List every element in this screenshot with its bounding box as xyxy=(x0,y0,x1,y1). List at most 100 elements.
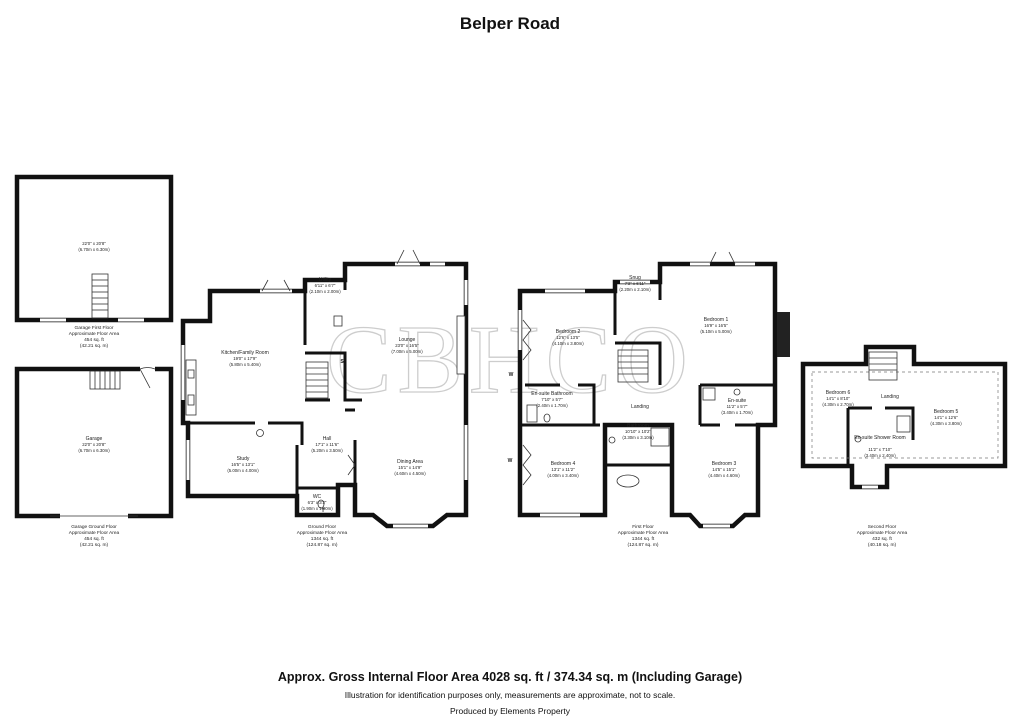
lounge-fireplace xyxy=(456,315,466,375)
ensuite-bath-dim1: 7'10" x 5'7" xyxy=(541,397,563,402)
bathroom-shower xyxy=(650,427,670,447)
study-dim2: (5.00m x 4.00m) xyxy=(227,468,259,473)
utility-name: Utility xyxy=(319,277,332,283)
bedroom3-name: Bedroom 3 xyxy=(712,461,737,467)
snug-dim1: 7'3" x 6'11" xyxy=(625,281,646,286)
disclaimer-text: Illustration for identification purposes… xyxy=(344,690,676,700)
first-floor-sqm: (124.87 sq. m) xyxy=(628,542,659,548)
hall-dim2: (5.20m x 3.50m) xyxy=(311,448,343,453)
ensuite-bath-name: En-suite Bathroom xyxy=(531,391,572,397)
bedroom2-dim2: (4.10m x 3.80m) xyxy=(552,341,584,346)
bedroom4-dim2: (4.00m x 3.40m) xyxy=(547,473,579,478)
garage-ground-floor-approx: Approximate Floor Area xyxy=(69,530,120,536)
garage-first-floor-approx: Approximate Floor Area xyxy=(69,331,120,337)
bedroom3-dim2: (4.40m x 4.60m) xyxy=(708,473,740,478)
second-floor-approx: Approximate Floor Area xyxy=(857,530,908,536)
second-floor-stairs xyxy=(868,351,898,381)
wardrobe-marker-bedroom2: W xyxy=(509,372,514,378)
bedroom6-name: Bedroom 6 xyxy=(826,390,851,396)
bathroom-walls xyxy=(603,423,672,500)
ground-floor-plan: S T Utility 6'11" x 6'7" (2.10m x 2.00m)… xyxy=(180,249,469,548)
garage-first-floor-sqft: 454 sq. ft xyxy=(84,337,104,343)
ground-floor-stairs xyxy=(305,361,329,399)
garage-first-floor-walls xyxy=(14,174,174,323)
garage-ground-floor-sqft: 454 sq. ft xyxy=(84,536,104,542)
garage-dim1: 22'0" x 20'8" xyxy=(82,442,106,447)
lounge-wall xyxy=(343,280,357,515)
garage-ground-floor-sqm: (42.21 sq. m) xyxy=(80,542,109,548)
bedroom4-name: Bedroom 4 xyxy=(551,461,576,467)
bedroom1-french-doors xyxy=(709,251,736,265)
ensuite1-dim1: 11'2" x 5'7" xyxy=(727,404,748,409)
producer-text: Produced by Elements Property xyxy=(449,706,570,716)
garage-walls xyxy=(14,366,174,519)
bedroom1-name: Bedroom 1 xyxy=(704,317,729,323)
bathroom-basin xyxy=(608,436,616,444)
utility-dim2: (2.10m x 2.00m) xyxy=(309,289,341,294)
bathroom-dim2: (3.30m x 3.10m) xyxy=(622,435,654,440)
hall-dim1: 17'1" x 11'6" xyxy=(315,442,339,447)
dining-name: Dining Area xyxy=(397,459,423,465)
lounge-dim2: (7.00m x 5.00m) xyxy=(391,349,423,354)
second-floor-plan: Bedroom 6 14'1" x 8'10" (4.30m x 2.70m) … xyxy=(800,344,1008,548)
ground-floor-sqft: 1344 sq. ft xyxy=(311,536,334,542)
wc-dim2: (1.90m x 1.00m) xyxy=(301,506,333,511)
garage-stairs xyxy=(89,370,121,390)
kitchen-counter xyxy=(185,359,197,416)
landing-name: Landing xyxy=(631,404,649,410)
garage-upper-dim2: (6.70m x 6.30m) xyxy=(78,247,110,252)
ensuite-shower-dim1: 11'2" x 7'10" xyxy=(868,447,892,452)
bedroom2-dim1: 12'6" x 13'5" xyxy=(556,335,580,340)
bedroom2-snug-walls xyxy=(520,282,662,427)
garage-side-door xyxy=(139,367,156,389)
ensuite1-shower xyxy=(702,387,716,401)
first-floor-label: First Floor xyxy=(632,524,654,530)
bathroom-name: Bathroom xyxy=(627,423,649,429)
bedroom3-dim1: 14'5" x 15'1" xyxy=(712,467,736,472)
kitchen-dim1: 19'0" x 17'9" xyxy=(233,356,257,361)
stair-marker-t: T xyxy=(321,508,324,514)
ensuite-bath-walls xyxy=(525,383,596,425)
first-floor-approx: Approximate Floor Area xyxy=(618,530,669,536)
ensuite-shower-walls xyxy=(846,406,915,464)
garage-first-floor-plan: 22'0" x 20'8" (6.70m x 6.30m) Garage Fir… xyxy=(14,174,174,349)
second-floor-sqft: 432 sq. ft xyxy=(872,536,892,542)
bedroom5-dim2: (4.30m x 3.80m) xyxy=(930,421,962,426)
hall-name: Hall xyxy=(323,436,332,442)
landing2-name: Landing xyxy=(881,394,899,400)
bedroom1-dim1: 16'9" x 16'5" xyxy=(704,323,728,328)
ground-floor-approx: Approximate Floor Area xyxy=(297,530,348,536)
first-floor-sqft: 1344 sq. ft xyxy=(632,536,655,542)
lounge-french-doors xyxy=(396,249,421,265)
garage-name: Garage xyxy=(86,436,103,442)
second-floor-sqm: (40.18 sq. m) xyxy=(868,542,897,548)
ensuite-bath-wc xyxy=(543,413,551,423)
garage-dim2: (6.70m x 6.30m) xyxy=(78,448,110,453)
bedroom6-dim1: 14'1" x 8'10" xyxy=(826,396,850,401)
wc-name: WC xyxy=(313,494,322,500)
bedroom4-dim1: 13'1" x 11'2" xyxy=(551,467,575,472)
bedroom2-wardrobe xyxy=(522,319,532,361)
dining-dim2: (4.60m x 4.50m) xyxy=(394,471,426,476)
garage-upper-dim1: 22'0" x 20'8" xyxy=(82,241,106,246)
ensuite-shower-tray xyxy=(896,415,911,433)
wc-toilet xyxy=(317,499,325,509)
ensuite1-basin xyxy=(733,388,741,396)
watermark: CBHCO xyxy=(326,306,694,414)
gross-area-text: Approx. Gross Internal Floor Area 4028 s… xyxy=(277,670,743,684)
kitchen-dim2: (5.80m x 5.40m) xyxy=(229,362,261,367)
bathroom-bath xyxy=(616,474,640,488)
snug-dim2: (2.20m x 2.10m) xyxy=(619,287,651,292)
wc-dim1: 6'3" x 3'3" xyxy=(308,500,327,505)
garage-ground-floor-label: Garage Ground Floor xyxy=(71,524,117,530)
wardrobe-marker-bedroom4: W xyxy=(508,458,513,464)
utility-sink xyxy=(333,315,343,327)
ground-floor-label: Ground Floor xyxy=(308,524,337,530)
stair-marker-s: S xyxy=(340,359,344,365)
second-floor-label: Second Floor xyxy=(868,524,897,530)
bedroom1-dim2: (5.10m x 5.00m) xyxy=(700,329,732,334)
lounge-name: Lounge xyxy=(399,337,416,343)
garage-first-floor-sqm: (42.21 sq. m) xyxy=(80,343,109,349)
garage-first-floor-stairs xyxy=(91,273,109,319)
